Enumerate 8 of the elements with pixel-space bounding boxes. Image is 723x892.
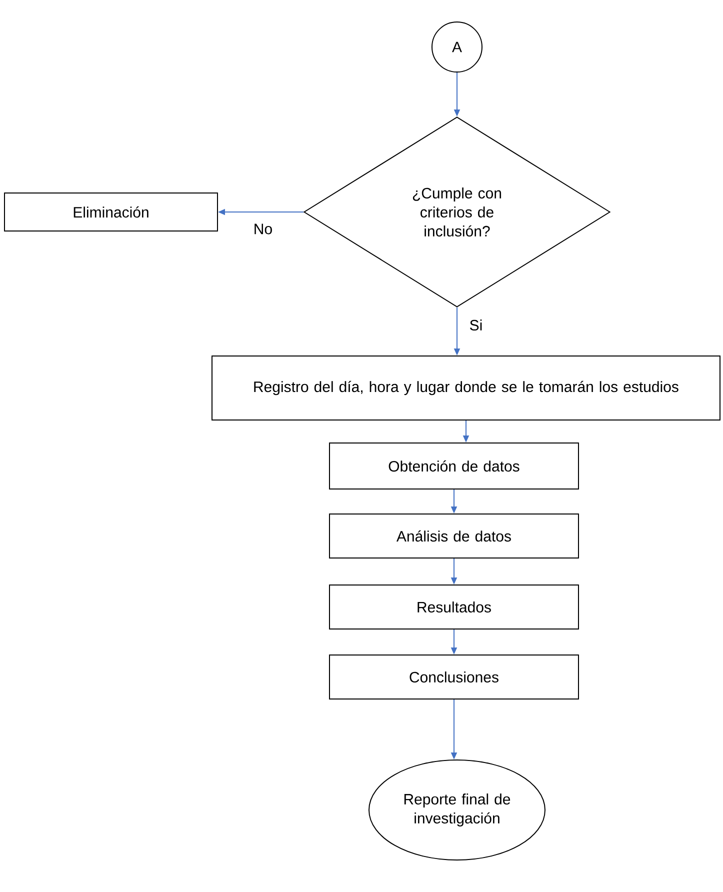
process-box: Registro del día, hora y lugar donde se le tomarán los estudios xyxy=(212,356,720,420)
process-box: Análisis de datos xyxy=(329,514,579,558)
process-box: Eliminación xyxy=(4,192,218,232)
edge-label: Si xyxy=(468,318,484,332)
edge-label: No xyxy=(252,222,274,236)
process-box: Obtención de datos xyxy=(329,442,579,490)
process-box: Resultados xyxy=(329,584,579,630)
process-box: Conclusiones xyxy=(329,654,579,700)
